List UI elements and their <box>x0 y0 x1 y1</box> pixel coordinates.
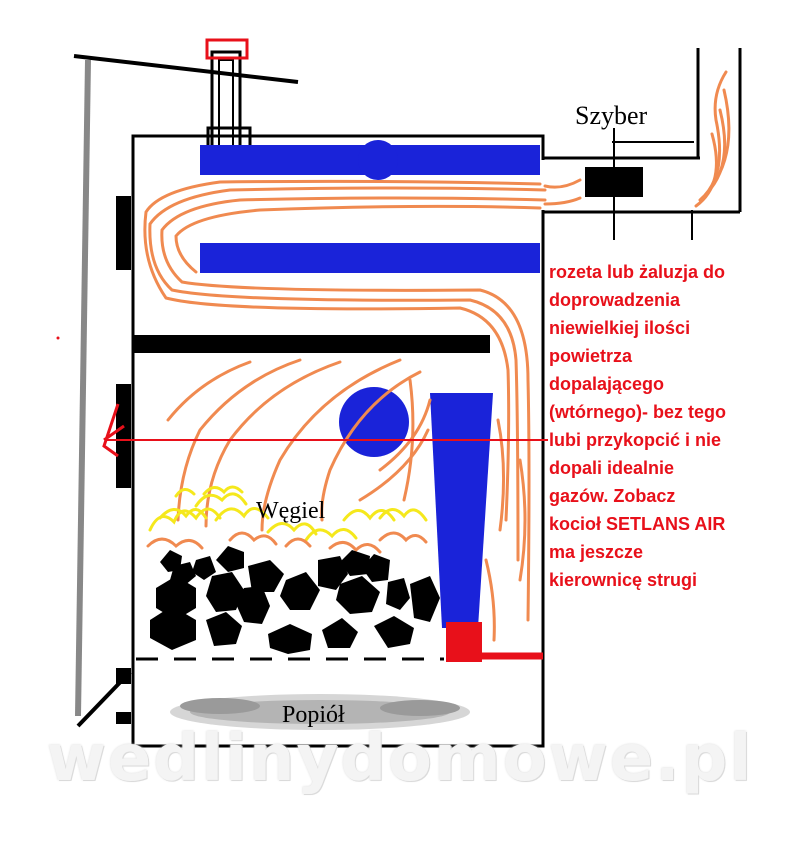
annotation-line: niewielkiej ilości <box>549 318 691 338</box>
watermark: wedlinydomowe.pl <box>46 722 754 796</box>
annotation-line: gazów. Zobacz <box>549 486 676 506</box>
top-rod-cap <box>205 38 249 60</box>
air-inlet-block <box>446 622 482 662</box>
annotation-line: kocioł SETLANS AIR <box>549 514 726 534</box>
chimney-flow <box>694 70 731 208</box>
ash-label: Popiół <box>282 702 345 728</box>
ash-door-upper <box>116 668 131 684</box>
pointer-dot <box>56 336 60 340</box>
secondary-air-nozzle <box>339 387 409 457</box>
lever-rod <box>73 54 299 84</box>
side-pipe-gray <box>75 59 91 717</box>
annotation-line: kierownicę strugi <box>549 570 698 590</box>
pointer-arrow-head <box>102 403 125 458</box>
annotation-line: lubi przykopcić i nie <box>549 430 722 450</box>
coal-label: Węgiel <box>256 498 326 524</box>
annotation-line: dopalającego <box>549 374 665 394</box>
flames <box>146 485 428 554</box>
damper-label: Szyber <box>575 101 648 130</box>
annotation-line: rozeta lub żaluzja do <box>549 262 726 282</box>
annotation-line: (wtórnego)- bez tego <box>549 402 726 422</box>
top-door <box>116 196 131 270</box>
annotation-line: ma jeszcze <box>549 542 644 562</box>
ash-door-lower <box>116 712 131 724</box>
coal-bed <box>150 546 440 654</box>
damper-plate <box>585 167 643 197</box>
annotation-line: dopali idealnie <box>549 458 675 478</box>
secondary-air-annotation: rozeta lub żaluzja do doprowadzenia niewie… <box>549 258 799 594</box>
middle-baffle <box>200 243 540 273</box>
steel-plate <box>133 335 490 353</box>
ash-pile <box>170 694 470 730</box>
annotation-line: powietrza <box>549 346 633 366</box>
flue-gas-flow <box>143 178 582 642</box>
middle-door <box>116 384 131 488</box>
air-deflector <box>430 393 493 628</box>
upper-baffle-knob <box>358 140 398 180</box>
annotation-line: doprowadzenia <box>549 290 681 310</box>
